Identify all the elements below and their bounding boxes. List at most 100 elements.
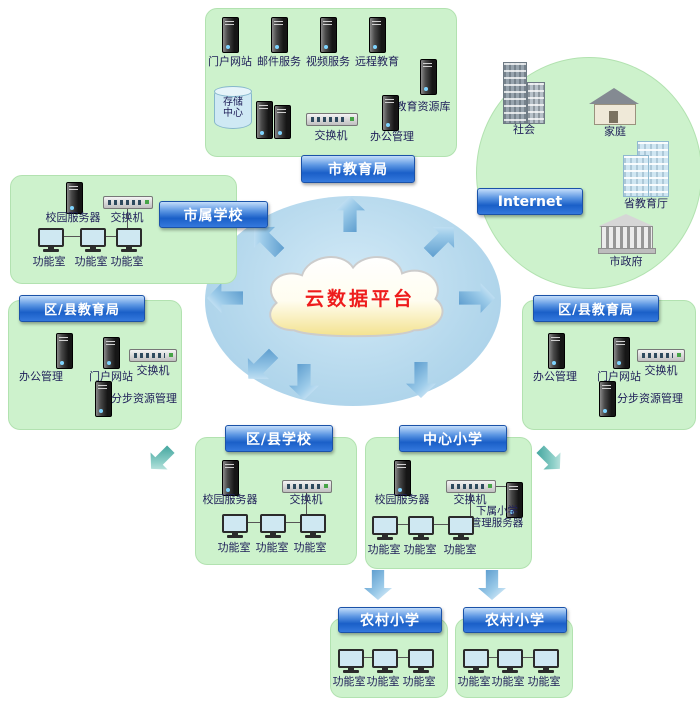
arrow-link-right-icon [532, 441, 569, 478]
county-school-group: 校园服务器 交换机 功能室 功能室 功能室 区/县学校 [195, 425, 357, 565]
server-icon [420, 59, 437, 95]
monitor-icon [260, 514, 286, 533]
server-icon [256, 101, 273, 139]
internet-title: Internet [477, 188, 583, 215]
server-icon [382, 95, 399, 131]
group-title-city-bureau: 市教育局 [301, 155, 415, 183]
house-roof-icon [589, 88, 639, 104]
society-label: 社会 [513, 123, 535, 136]
monitor-icon [497, 649, 523, 668]
group-title-city-school: 市属学校 [159, 201, 268, 228]
portal-site-label: 门户网站 [597, 370, 641, 383]
city-school-group: 校园服务器 交换机 功能室 功能室 功能室 市属学校 [10, 175, 268, 284]
monitor-icon [448, 516, 474, 535]
server-icon [320, 17, 337, 53]
connector-line [306, 491, 307, 522]
room-label: 功能室 [255, 541, 289, 554]
switch-icon [637, 349, 685, 362]
arrow-to-rural-left-icon [364, 570, 392, 600]
monitor-icon [533, 649, 559, 668]
switch-icon [446, 480, 496, 493]
portal-site-label: 门户网站 [208, 55, 252, 68]
server-icon [222, 17, 239, 53]
server-icon [271, 17, 288, 53]
server-icon [274, 105, 291, 139]
monitor-icon [463, 649, 489, 668]
edu-resource-label: 教育资源库 [395, 100, 451, 113]
server-icon [56, 333, 73, 369]
building-icon [623, 155, 649, 197]
room-label: 功能室 [443, 543, 477, 556]
room-label: 功能室 [217, 541, 251, 554]
switch-label: 交换机 [110, 211, 144, 224]
office-mgmt-label: 办公管理 [370, 130, 414, 143]
cloud-shape [269, 256, 444, 338]
left-county-bureau-group: 办公管理 门户网站 交换机 分步资源管理 区/县教育局 [8, 295, 182, 430]
switch-icon [129, 349, 177, 362]
server-icon [394, 460, 411, 496]
switch-label: 交换机 [453, 493, 487, 506]
room-label: 功能室 [403, 543, 437, 556]
mail-service-label: 邮件服务 [257, 55, 301, 68]
government-base-icon [598, 248, 656, 254]
server-icon [222, 460, 239, 496]
campus-server-label: 校园服务器 [45, 211, 101, 224]
city-gov-label: 市政府 [609, 255, 643, 268]
server-icon [103, 337, 120, 369]
connector-line [127, 207, 128, 236]
server-icon [613, 337, 630, 369]
room-label: 功能室 [366, 675, 400, 688]
switch-icon [306, 113, 358, 126]
office-mgmt-label: 办公管理 [19, 370, 63, 383]
office-mgmt-label: 办公管理 [533, 370, 577, 383]
group-title-right-bureau: 区/县教育局 [533, 295, 659, 322]
group-title-rural-left: 农村小学 [338, 607, 442, 633]
distance-edu-label: 远程教育 [355, 55, 399, 68]
monitor-icon [372, 649, 398, 668]
room-label: 功能室 [293, 541, 327, 554]
storage-cylinder-icon: 存储中心 [214, 86, 252, 129]
video-service-label: 视频服务 [306, 55, 350, 68]
connector-line [470, 491, 471, 524]
group-title-county-school: 区/县学校 [225, 425, 333, 452]
arrow-link-left-icon [143, 441, 180, 478]
campus-server-label: 校园服务器 [202, 493, 258, 506]
monitor-icon [80, 228, 106, 247]
group-title-central-primary: 中心小学 [399, 425, 507, 452]
switch-label: 交换机 [314, 129, 348, 142]
room-label: 功能室 [32, 255, 66, 268]
group-title-rural-right: 农村小学 [463, 607, 567, 633]
central-primary-group: 校园服务器 交换机 下属小学 管理服务器 功能室 功能室 功能室 中心小学 [365, 425, 532, 569]
switch-icon [282, 480, 332, 493]
storage-label: 存储中心 [223, 96, 243, 120]
monitor-icon [408, 516, 434, 535]
switch-label: 交换机 [644, 364, 678, 377]
switch-label: 交换机 [136, 364, 170, 377]
monitor-icon [116, 228, 142, 247]
arrow-to-rural-right-icon [478, 570, 506, 600]
dist-resource-label: 分步资源管理 [111, 392, 177, 405]
portal-site-label: 门户网站 [89, 370, 133, 383]
server-icon [548, 333, 565, 369]
room-label: 功能室 [527, 675, 561, 688]
city-bureau-group: 门户网站 邮件服务 视频服务 远程教育 教育资源库 存储中心 交换机 办公管理 … [205, 8, 457, 183]
monitor-icon [408, 649, 434, 668]
server-icon [506, 482, 523, 518]
house-door-icon [609, 111, 618, 123]
monitor-icon [372, 516, 398, 535]
provincial-dept-label: 省教育厅 [624, 197, 668, 210]
room-label: 功能室 [402, 675, 436, 688]
room-label: 功能室 [74, 255, 108, 268]
room-label: 功能室 [332, 675, 366, 688]
room-label: 功能室 [491, 675, 525, 688]
sub-school-server-label-1: 下属小学 [476, 505, 518, 517]
sub-school-server-label-2: 管理服务器 [470, 517, 524, 529]
switch-icon [103, 196, 153, 209]
room-label: 功能室 [457, 675, 491, 688]
building-icon [527, 82, 545, 124]
connector-line [494, 486, 513, 487]
government-building-icon [601, 226, 653, 250]
right-county-bureau-group: 办公管理 门户网站 交换机 分步资源管理 区/县教育局 [522, 295, 696, 430]
room-label: 功能室 [367, 543, 401, 556]
campus-server-label: 校园服务器 [374, 493, 430, 506]
